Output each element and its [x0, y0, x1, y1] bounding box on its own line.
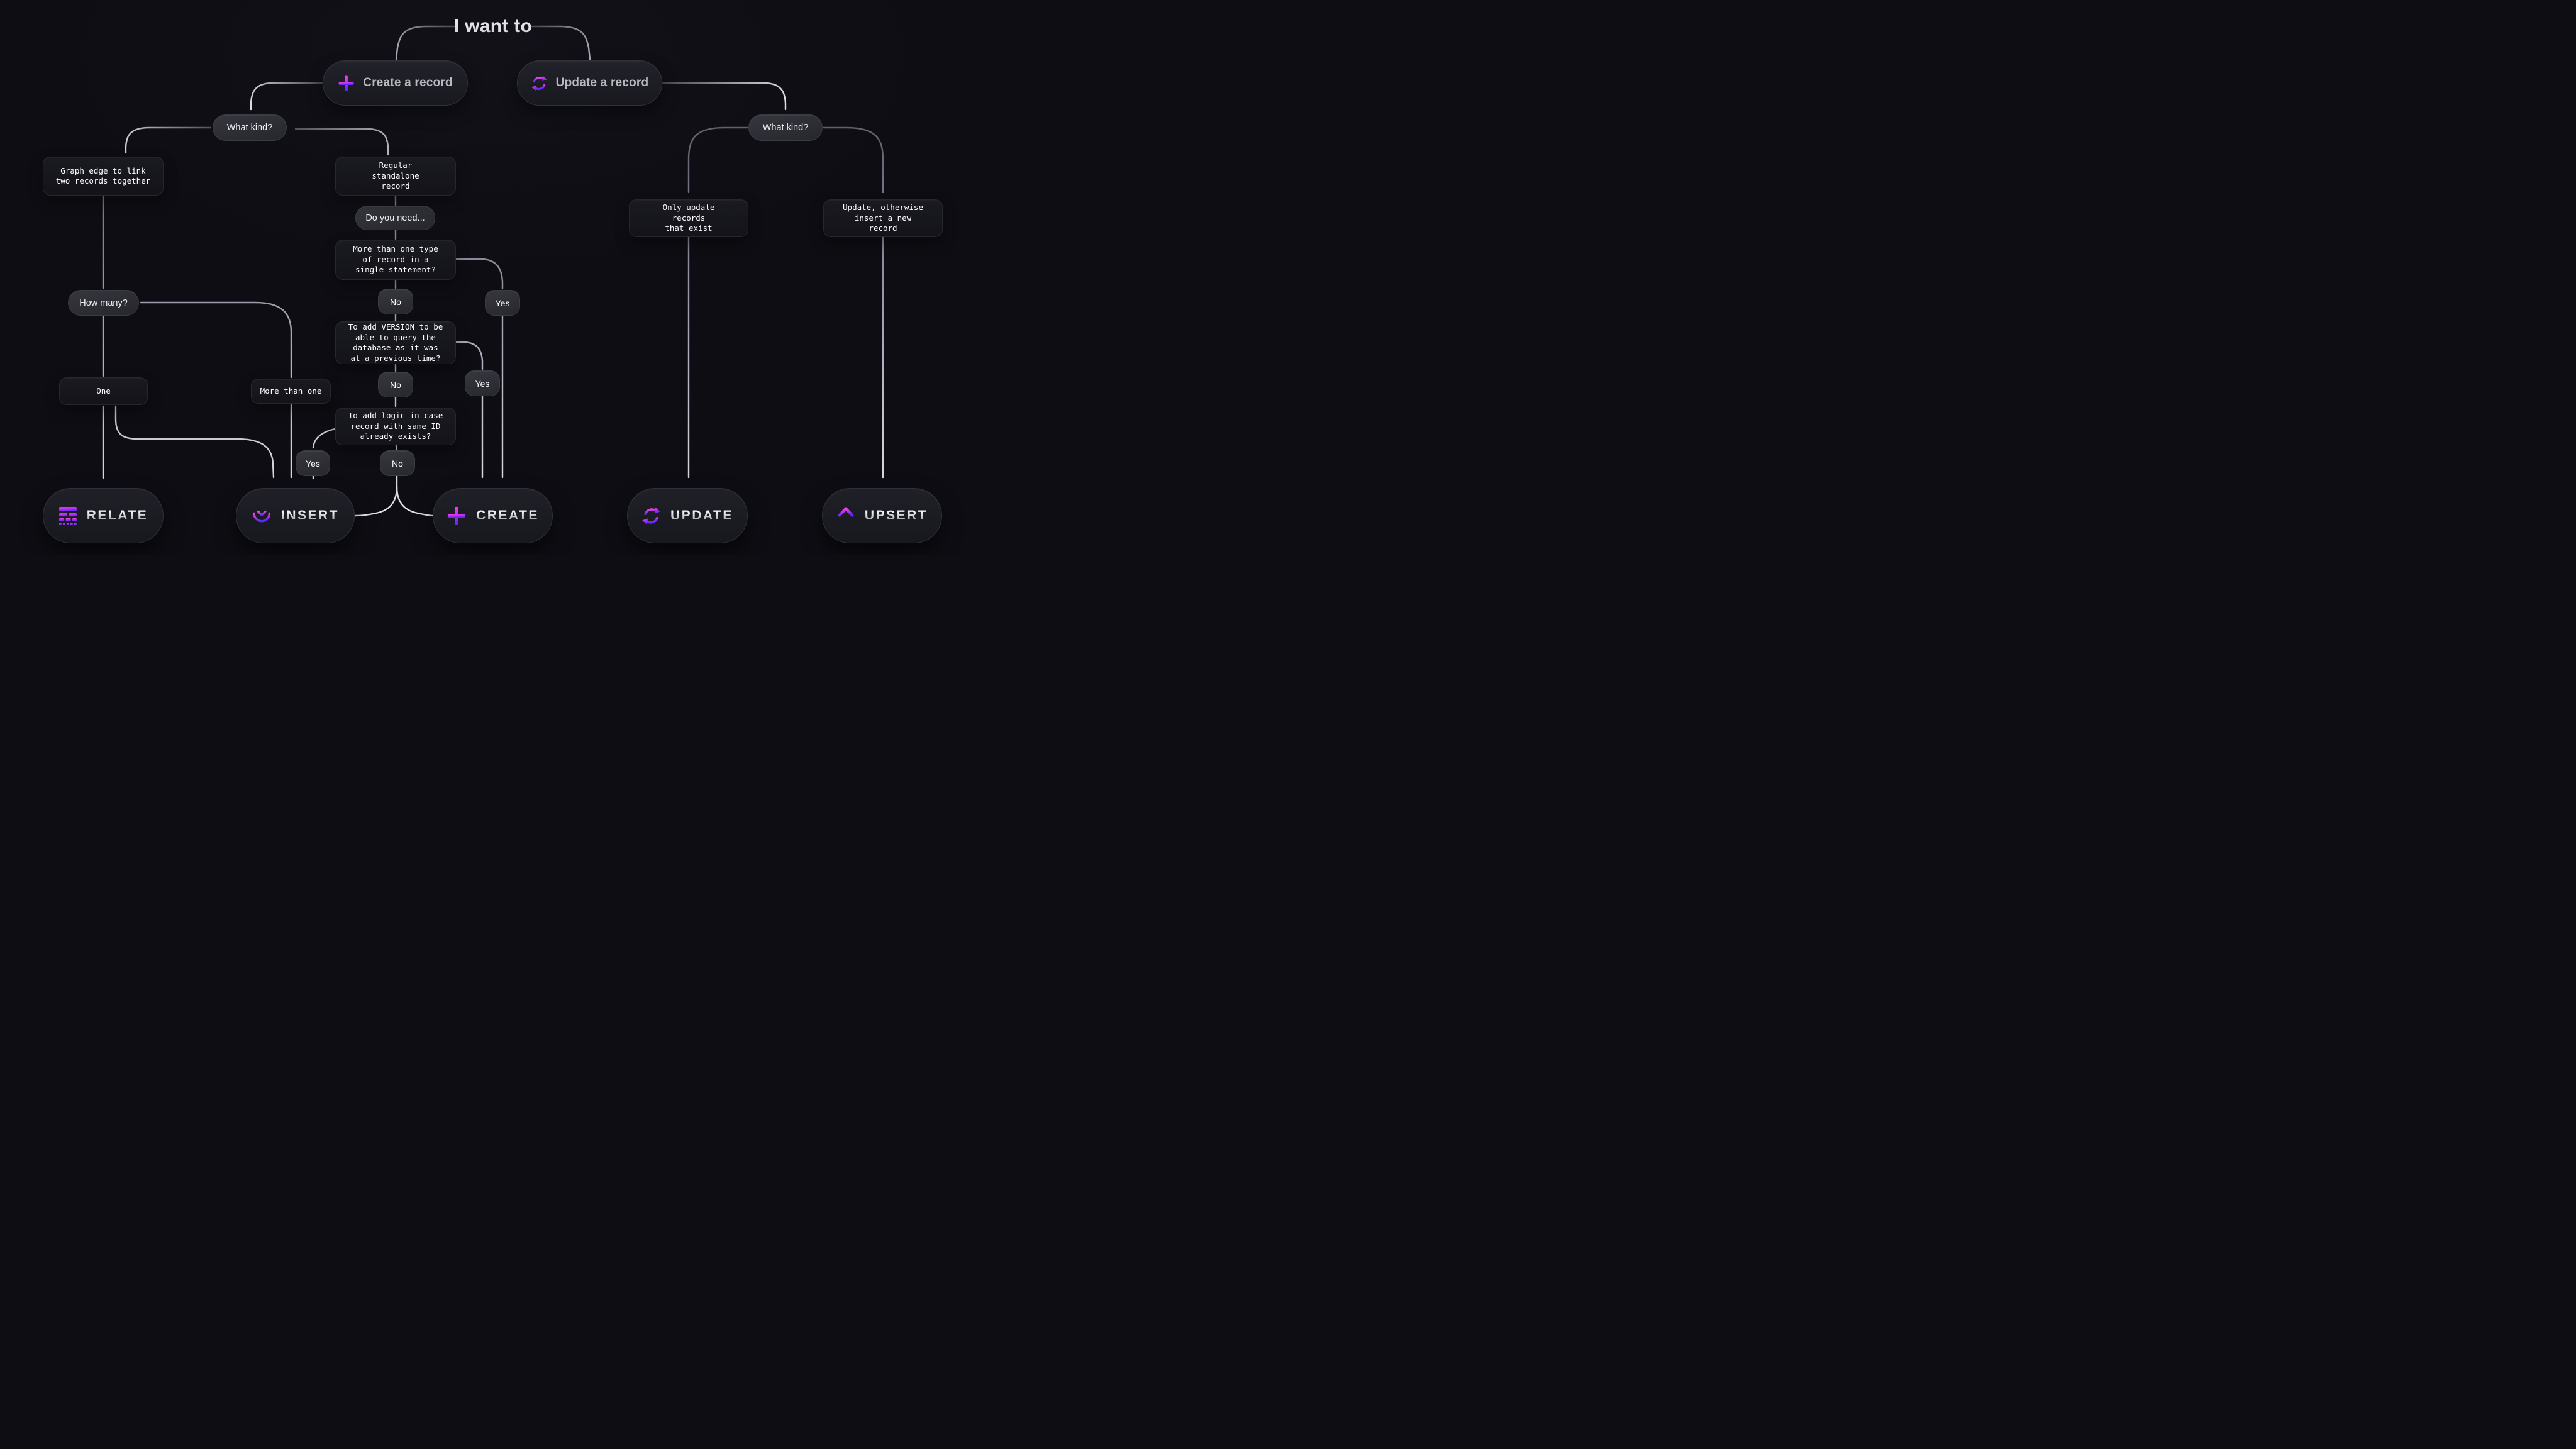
action-button-update[interactable]: UPDATE: [627, 488, 748, 543]
do-you-need-pill: Do you need...: [355, 206, 435, 230]
graph-edge-box: Graph edge to link two records together: [43, 157, 164, 196]
wire-whatkind-regular: [294, 128, 389, 156]
wire-title-update: [530, 25, 591, 60]
wire-title-create: [395, 25, 457, 60]
what-kind-left-label: What kind?: [226, 123, 273, 133]
connector-wires: [102, 25, 884, 517]
how-many-pill: How many?: [68, 290, 139, 316]
wire-qlogic-no: [395, 445, 398, 451]
wire-one-insert: [114, 405, 275, 479]
yes-pill-1: Yes: [485, 290, 520, 316]
wire-qversion-yes: [455, 341, 484, 370]
wire-update-whatkind: [662, 82, 787, 111]
yes-pill-3: Yes: [296, 450, 330, 476]
wire-whatkind-updateotherwise: [823, 126, 884, 194]
what-kind-left-pill: What kind?: [213, 114, 287, 141]
flowchart-canvas: I want to Create a record: [0, 0, 986, 555]
wire-qmultitype-yes: [455, 258, 504, 290]
wire-whatkind-graphedge: [125, 126, 212, 154]
plus-icon: [447, 506, 467, 526]
how-many-label: How many?: [79, 297, 128, 308]
insert-label: INSERT: [280, 508, 339, 523]
update-otherwise-box: Update, otherwise insert a new record: [823, 199, 943, 237]
plus-icon: [338, 75, 355, 92]
no-pill-1: No: [378, 289, 413, 314]
one-box: One: [59, 377, 148, 405]
wire-create-whatkind: [250, 82, 323, 111]
update-label: UPDATE: [670, 508, 733, 523]
wire-no3-insert: [354, 475, 398, 517]
create-a-record-label: Create a record: [363, 76, 453, 89]
create-a-record-button[interactable]: Create a record: [323, 60, 468, 106]
action-button-upsert[interactable]: UPSERT: [822, 488, 942, 543]
action-button-create[interactable]: CREATE: [433, 488, 553, 543]
regular-standalone-box: Regular standalone record: [335, 157, 456, 196]
action-button-relate[interactable]: RELATE: [43, 488, 164, 543]
create-label: CREATE: [476, 508, 539, 523]
page-title: I want to: [440, 13, 546, 40]
question-multi-type-box: More than one type of record in a single…: [335, 240, 456, 280]
update-a-record-label: Update a record: [555, 76, 649, 89]
insert-down-icon: [252, 506, 272, 525]
do-you-need-label: Do you need...: [365, 213, 425, 223]
question-logic-box: To add logic in case record with same ID…: [335, 408, 456, 445]
no-pill-3: No: [380, 450, 415, 476]
wire-howmany-morethanone: [140, 301, 292, 379]
relate-label: RELATE: [86, 508, 148, 523]
arrow-up-icon: [836, 506, 855, 526]
what-kind-right-label: What kind?: [762, 123, 809, 133]
wire-qlogic-yes: [312, 428, 336, 449]
refresh-icon: [641, 506, 661, 526]
wire-whatkind-onlyupdate: [687, 126, 748, 194]
more-than-one-box: More than one: [251, 379, 331, 404]
update-a-record-button[interactable]: Update a record: [517, 60, 662, 106]
question-version-box: To add VERSION to be able to query the d…: [335, 321, 456, 364]
relate-icon: [58, 506, 77, 525]
yes-pill-2: Yes: [465, 370, 500, 396]
wire-no3-create: [396, 486, 435, 517]
action-button-insert[interactable]: INSERT: [236, 488, 355, 543]
upsert-label: UPSERT: [864, 508, 928, 523]
refresh-icon: [531, 75, 548, 92]
only-update-box: Only update records that exist: [629, 199, 748, 237]
what-kind-right-pill: What kind?: [748, 114, 823, 141]
no-pill-2: No: [378, 372, 413, 397]
